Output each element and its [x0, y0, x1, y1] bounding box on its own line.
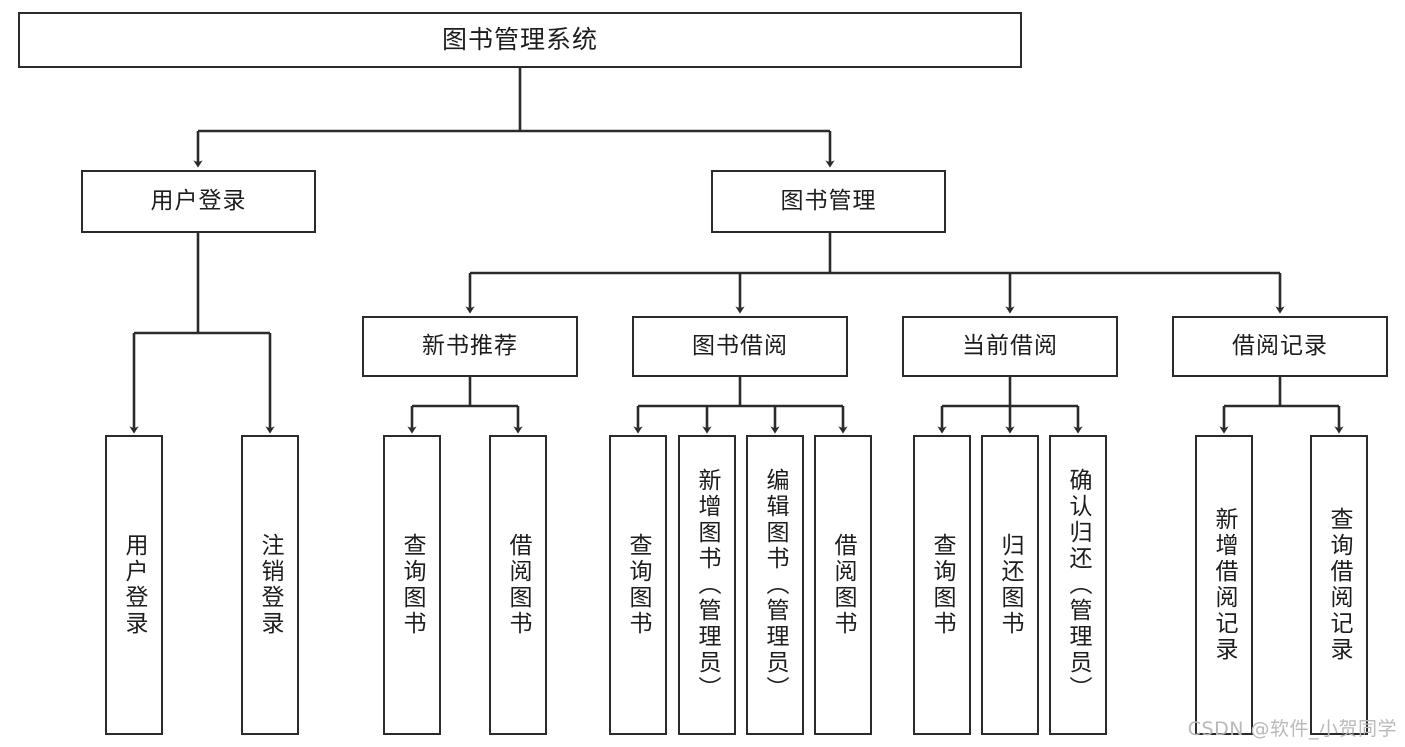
leaf-label: 查询图书 [399, 533, 426, 637]
leaf-label: 查询图书 [929, 533, 956, 637]
leaf-borrow-add-book-admin[interactable]: 新增图书（管理员） [678, 435, 736, 735]
leaf-label: 查询图书 [625, 533, 652, 637]
leaf-label: 新增图书（管理员） [694, 468, 721, 702]
node-borrow-record[interactable]: 借阅记录 [1172, 316, 1388, 377]
leaf-label: 新增借阅记录 [1211, 507, 1238, 663]
leaf-borrow-borrow-book[interactable]: 借阅图书 [814, 435, 872, 735]
node-user-login[interactable]: 用户登录 [81, 170, 316, 233]
leaf-label: 编辑图书（管理员） [762, 468, 789, 702]
leaf-label: 注销登录 [257, 533, 284, 637]
node-root-system[interactable]: 图书管理系统 [18, 12, 1022, 68]
leaf-label: 借阅图书 [505, 533, 532, 637]
leaf-current-confirm-return-admin[interactable]: 确认归还（管理员） [1049, 435, 1107, 735]
leaf-record-query[interactable]: 查询借阅记录 [1310, 435, 1368, 735]
leaf-current-return-book[interactable]: 归还图书 [981, 435, 1039, 735]
leaf-borrow-query-book[interactable]: 查询图书 [609, 435, 667, 735]
leaf-borrow-edit-book-admin[interactable]: 编辑图书（管理员） [746, 435, 804, 735]
leaf-label: 归还图书 [997, 533, 1024, 637]
node-new-book-recommend[interactable]: 新书推荐 [362, 316, 578, 377]
leaf-label: 确认归还（管理员） [1065, 468, 1092, 702]
leaf-user-login-signout[interactable]: 注销登录 [241, 435, 299, 735]
leaf-label: 查询借阅记录 [1326, 507, 1353, 663]
leaf-new-book-query[interactable]: 查询图书 [383, 435, 441, 735]
leaf-new-book-borrow[interactable]: 借阅图书 [489, 435, 547, 735]
node-book-borrow[interactable]: 图书借阅 [632, 316, 848, 377]
node-current-borrow[interactable]: 当前借阅 [902, 316, 1118, 377]
leaf-user-login-signin[interactable]: 用户登录 [105, 435, 163, 735]
leaf-label: 用户登录 [121, 533, 148, 637]
node-book-management[interactable]: 图书管理 [711, 170, 946, 233]
csdn-watermark: CSDN @软件_小贺同学 [1187, 718, 1397, 740]
leaf-record-add[interactable]: 新增借阅记录 [1195, 435, 1253, 735]
leaf-label: 借阅图书 [830, 533, 857, 637]
leaf-current-query-book[interactable]: 查询图书 [913, 435, 971, 735]
